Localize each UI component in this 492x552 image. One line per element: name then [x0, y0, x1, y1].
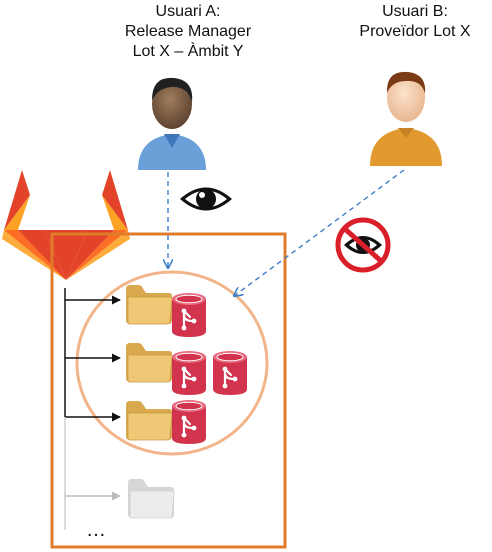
person-icon [138, 77, 206, 170]
gitlab-logo-icon [2, 170, 130, 280]
folder-icon [125, 400, 173, 441]
user-a-title: Usuari A: [155, 3, 221, 20]
project-frame [50, 232, 287, 549]
eye-icon [180, 187, 232, 211]
repository-icon [170, 349, 208, 397]
folder-icon [127, 478, 175, 519]
person-icon [370, 71, 442, 166]
folder-icon [125, 284, 173, 325]
user-a-scope: Lot X – Àmbit Y [132, 43, 244, 60]
no-eye-icon [335, 217, 391, 273]
user-a-role: Release Manager [124, 23, 252, 40]
user-a-label: Usuari A: Release Manager Lot X – Àmbit … [88, 2, 288, 62]
repository-icon [211, 349, 249, 397]
user-b-label: Usuari B: Proveïdor Lot X [330, 2, 492, 42]
repository-icon [170, 291, 208, 339]
user-b-title: Usuari B: [382, 3, 448, 20]
ellipsis-text: … [86, 519, 106, 541]
scope-circle [75, 270, 269, 456]
tree-connectors [64, 288, 121, 530]
folder-icon [125, 342, 173, 383]
user-b-role: Proveïdor Lot X [359, 23, 471, 40]
repository-icon [170, 398, 208, 446]
